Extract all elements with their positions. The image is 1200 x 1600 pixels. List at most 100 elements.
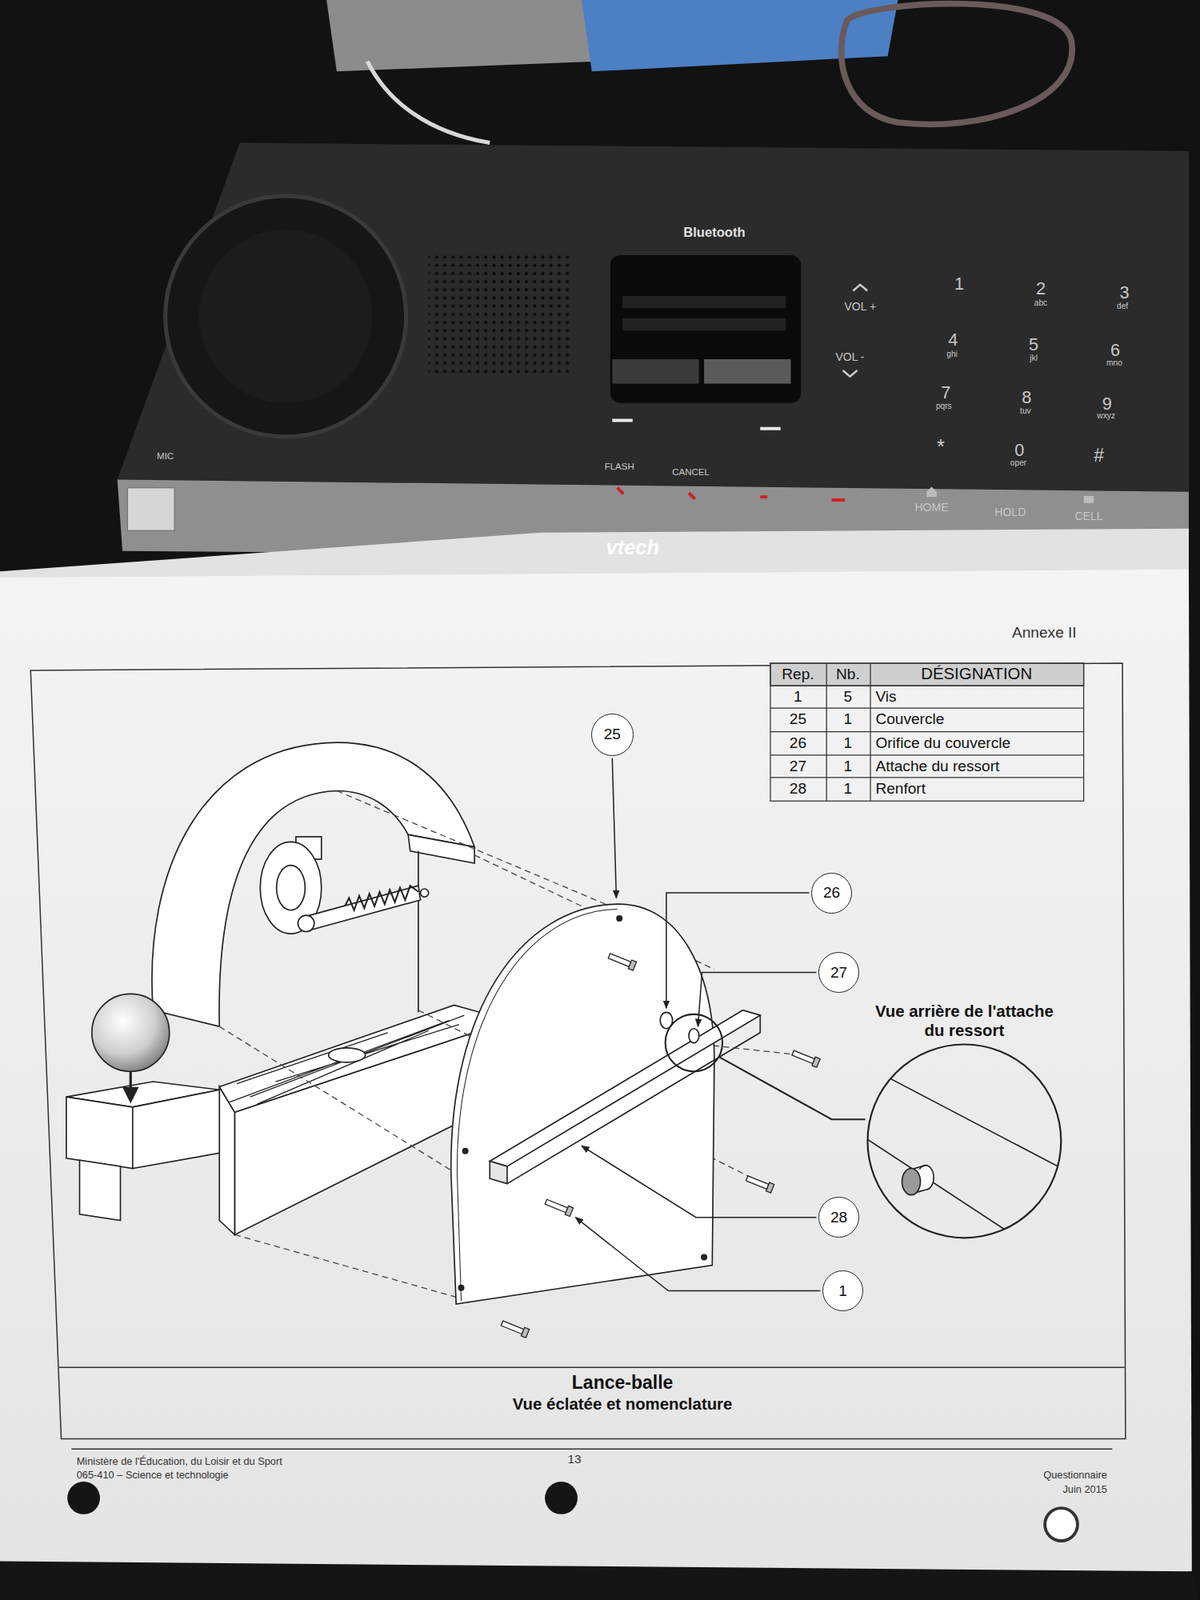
phone-part [622,318,786,331]
footer-text: Questionnaire [1043,1469,1108,1482]
phone-label: CANCEL [672,467,710,478]
screws [500,952,820,1339]
ball-launcher-body-part [229,1015,464,1104]
ball-launcher-body-part [79,1160,120,1220]
table-cell: Vis [875,688,896,706]
phone-key: pqrs [936,401,952,412]
screws-part [500,1319,529,1339]
paper-sheets-part [544,1481,578,1515]
leader-lines-part [666,892,810,1008]
phone-part [165,196,407,437]
reinforcement-bar-part [688,1028,700,1044]
phone-key: jkl [1029,353,1038,364]
drawing-frame [30,663,1126,1449]
phone-key: 4 [948,329,958,350]
phone-key: 1 [954,273,964,294]
phone-key: # [1093,444,1104,466]
phone-key: 6 [1110,340,1120,360]
leader-lines-part [719,1056,865,1120]
phone-key: 0 [1014,440,1024,460]
callout-number: 26 [811,872,852,914]
footer-text: 065-410 – Science et technologie [76,1469,229,1482]
phone-key: wxyz [1096,412,1116,422]
phone-brand: vtech [605,536,660,560]
paper-sheets [0,528,1200,1600]
detail-outline [866,1043,1063,1240]
table-cell: 27 [789,757,807,776]
phone-key: 5 [1028,335,1039,356]
phone-key: 7 [940,383,951,404]
paper-sheets-part [0,1561,1200,1600]
drawing-frame-part [59,1366,1125,1368]
phone-key: 3 [1120,283,1130,304]
paper-sheets-part [0,569,1192,1572]
ball-launcher-body-part [297,915,314,932]
desk-objects-part [581,0,898,72]
leader-lines-part [575,1217,820,1292]
phone-key: def [1116,301,1128,312]
callout-text: 27 [830,964,848,982]
phone-label: FLASH [604,462,635,473]
ball-launcher-body-part [420,888,429,897]
table-header: DÉSIGNATION [920,664,1032,684]
table-cell: 28 [789,780,807,798]
detail-circle: Vue arrière de l'attache du ressort [866,1043,1063,1240]
table-cell: Orifice du couvercle [875,734,1011,752]
screws-part-part [520,1327,529,1338]
phone-key: VOL - [835,350,864,364]
cover-plate-part [616,916,622,921]
phone [117,143,1189,560]
phone-part [610,255,802,404]
detail-view-part [856,1132,1020,1240]
screws-part-part [766,1182,775,1193]
nomenclature-table [770,663,1084,801]
drawing-frame-part [30,663,1126,1439]
table-cell: 1 [844,780,853,798]
callout-text: 28 [830,1208,848,1227]
paper-sheets-part [67,1481,100,1515]
callout-text: 26 [823,884,840,902]
phone-key: mno [1106,358,1123,368]
phone-part [117,143,1189,492]
leader-lines-part [697,972,816,1028]
ball-launcher-body-part [344,885,419,911]
desk-objects-part [326,0,612,72]
table-cell: Couvercle [875,710,944,728]
screws-part [607,952,636,972]
reinforcement-bar-part [489,1010,760,1167]
table-cell: 1 [844,734,853,752]
table-cell: 1 [844,757,853,776]
phone-key: HOLD [994,505,1026,519]
detail-outline-circle [867,1044,1061,1238]
phone-part [617,488,845,500]
nomenclature-table-part [770,663,1084,801]
table-cell: 25 [789,710,807,728]
ball-launcher-body-part [417,851,420,1013]
footer-text: Juin 2015 [1062,1484,1108,1496]
phone-part [622,296,786,308]
cover-plate-part [701,1254,707,1260]
reinforcement-bar-part [489,1161,508,1184]
phone-key: 2 [1036,279,1046,300]
screws-part-part [564,1205,573,1216]
phone-key: abc [1034,298,1048,308]
phone-part [704,359,791,384]
phone-key: * [936,435,945,459]
phone-key: ghi [946,349,958,360]
phone-part [127,488,175,532]
table-cell: 1 [844,710,853,728]
phone-part [612,420,780,429]
phone-logo: Bluetooth [683,224,745,240]
drawing-frame-part [71,1448,1112,1450]
callout-number: 1 [822,1270,864,1312]
leader-lines-part [581,1145,816,1217]
screws-part [745,1174,775,1194]
phone-part [199,229,373,404]
phone-key: tuv [1020,406,1032,416]
table-cell: Attache du ressort [875,757,1000,776]
paper-sheets-part [1044,1508,1078,1541]
page-number: 13 [568,1452,582,1467]
ball-launcher-body-part [132,1089,220,1168]
